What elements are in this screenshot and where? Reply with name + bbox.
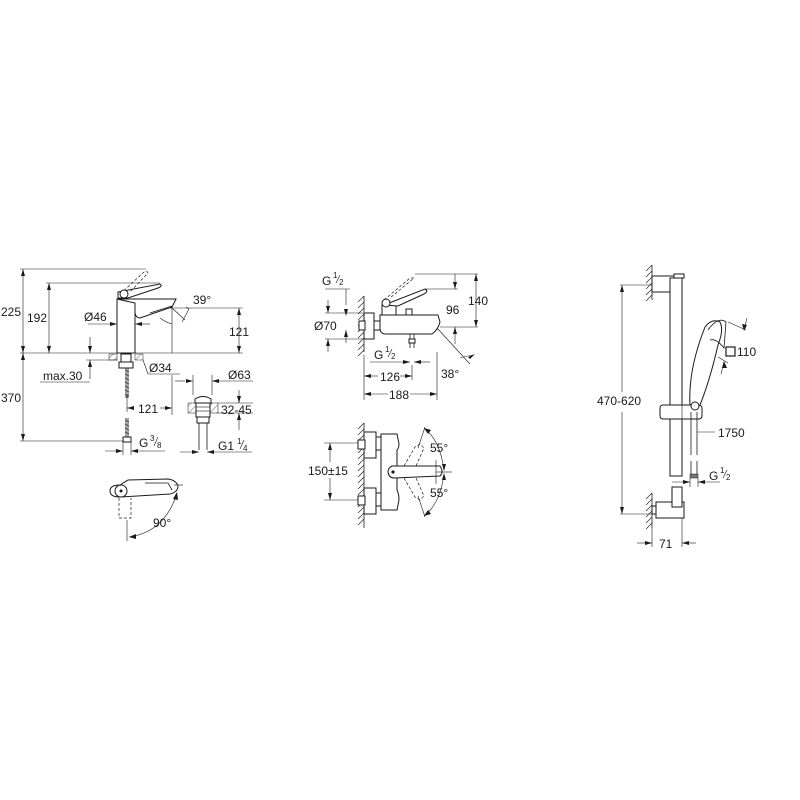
dim-150-15: 150±15 — [308, 464, 348, 478]
dim-96: 96 — [446, 303, 460, 317]
dim-inlet-num: 1 — [333, 271, 338, 280]
dim-inlet-den: 2 — [339, 278, 344, 287]
shower-rail-set: 470-620 110 1750 G 1 2 71 — [597, 264, 756, 551]
dim-outlet-num: 1 — [385, 345, 390, 354]
dim-inlet-g: G — [322, 274, 331, 288]
pop-up-waste: Ø63 32-45 G1 1 4 — [175, 368, 253, 454]
dim-g-3-8-num: 3 — [150, 434, 155, 443]
bath-mixer-front-view: 55° 55° 150±15 — [308, 422, 452, 528]
dim-diameter-70: Ø70 — [314, 319, 337, 333]
dim-126: 126 — [380, 370, 400, 384]
dim-225: 225 — [1, 305, 21, 319]
dim-diameter-34: Ø34 — [149, 361, 172, 375]
dim-diameter-63: Ø63 — [228, 368, 251, 382]
dim-hose-den: 2 — [726, 473, 731, 482]
dim-g1-1-4-num: 1 — [237, 437, 242, 446]
dim-hose-g: G — [709, 469, 718, 483]
basin-mixer-top-view: 90° — [109, 478, 183, 541]
dim-outlet-den: 2 — [391, 352, 396, 361]
dim-outlet-g: G — [374, 348, 383, 362]
dim-angle-39: 39° — [193, 293, 211, 307]
dim-188: 188 — [389, 388, 409, 402]
dim-470-620: 470-620 — [597, 394, 641, 408]
dim-angle-55-up: 55° — [430, 441, 448, 455]
basin-mixer-side-view: 225 192 121 Ø46 39° — [1, 268, 249, 455]
dim-192: 192 — [27, 311, 47, 325]
dim-121-height: 121 — [229, 325, 249, 339]
bath-mixer-side-view: G 1 2 Ø70 140 96 38° G 1 — [314, 271, 488, 402]
dim-121-projection: 121 — [138, 402, 158, 416]
dim-140: 140 — [468, 294, 488, 308]
dim-370: 370 — [1, 391, 21, 405]
dim-g-3-8-label: G — [139, 436, 148, 450]
dim-110: 110 — [737, 345, 756, 359]
dim-g-3-8-den: 8 — [157, 441, 162, 450]
square-icon — [725, 346, 736, 357]
dim-max-30: max.30 — [43, 369, 83, 383]
dim-angle-38: 38° — [441, 367, 459, 381]
dim-angle-90: 90° — [153, 516, 171, 530]
dim-hose-num: 1 — [720, 466, 725, 475]
dim-g1-1-4-den: 4 — [243, 444, 248, 453]
dim-1750: 1750 — [718, 426, 745, 440]
dim-71: 71 — [659, 537, 673, 551]
dim-diameter-46: Ø46 — [84, 310, 107, 324]
dim-angle-55-down: 55° — [430, 486, 448, 500]
dim-32-45: 32-45 — [221, 403, 252, 417]
dim-g1-1-4-label: G1 — [218, 439, 234, 453]
